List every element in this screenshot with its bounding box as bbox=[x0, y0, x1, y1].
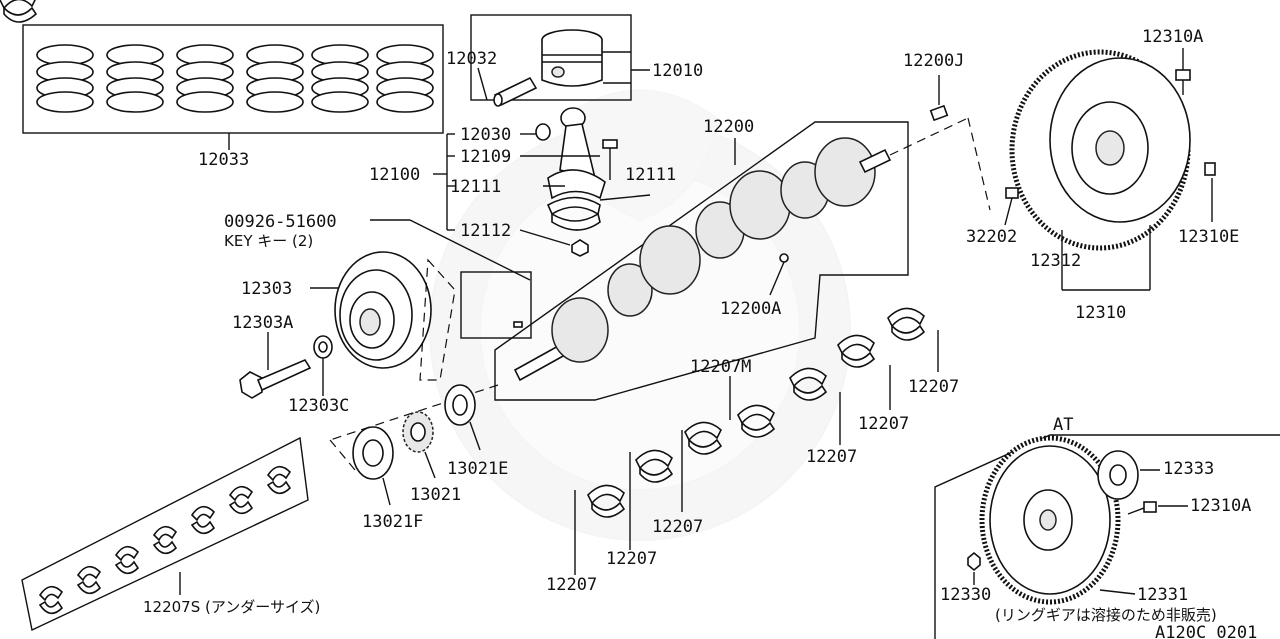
label-12303c: 12303C bbox=[288, 396, 349, 416]
crank-sprocket-icon bbox=[402, 411, 434, 453]
piston-pin-icon bbox=[493, 76, 538, 107]
drive-plate-icon bbox=[979, 435, 1121, 605]
label-13021: 13021 bbox=[410, 485, 461, 505]
label-12200: 12200 bbox=[703, 117, 754, 137]
label-12033: 12033 bbox=[198, 150, 249, 170]
crank-pulley-icon bbox=[334, 251, 432, 369]
pulley-bolt-icon bbox=[239, 358, 312, 399]
key-icon bbox=[513, 321, 523, 328]
label-12200a: 12200A bbox=[720, 299, 781, 319]
drive-plate-bolt-icon bbox=[1127, 501, 1157, 515]
label-12310e: 12310E bbox=[1178, 227, 1239, 247]
label-12207-2: 12207 bbox=[606, 549, 657, 569]
label-12303a: 12303A bbox=[232, 313, 293, 333]
connecting-rod-group: 12030 12109 12100 12111 12111 12112 bbox=[369, 107, 676, 257]
main-bearings-group: 12207 12207 12207 12207M 12207 12207 122… bbox=[0, 0, 959, 595]
label-12207s: 12207S (アンダーサイズ) bbox=[143, 598, 320, 616]
label-12207-7: 12207 bbox=[908, 377, 959, 397]
flywheel-group: 12310A 12310E 12200J 32202 12312 12310 bbox=[903, 27, 1239, 323]
conrod-nut-icon bbox=[571, 239, 589, 257]
at-drive-plate-group: AT 12333 12310A 12330 12331 (リングギアは溶接のため… bbox=[934, 415, 1280, 639]
label-12207m: 12207M bbox=[690, 357, 751, 377]
label-12310a-top: 12310A bbox=[1142, 27, 1203, 47]
oil-pump-drive-icon bbox=[352, 426, 394, 480]
label-12032: 12032 bbox=[446, 49, 497, 69]
flywheel-icon bbox=[1009, 49, 1191, 251]
undersize-bearings-group: 12207S (アンダーサイズ) bbox=[21, 436, 320, 632]
label-12310: 12310 bbox=[1075, 303, 1126, 323]
conrod-bearing-icon bbox=[546, 196, 601, 231]
label-12207-1: 12207 bbox=[546, 575, 597, 595]
label-12207-3: 12207 bbox=[652, 517, 703, 537]
crankshaft-group: 12200 12200A bbox=[494, 117, 991, 401]
pilot-bushing-icon bbox=[929, 104, 949, 122]
piston-ring-stack-icon bbox=[36, 44, 434, 113]
label-13021e: 13021E bbox=[447, 459, 508, 479]
piston-icon bbox=[541, 29, 603, 87]
label-12111-a: 12111 bbox=[450, 177, 501, 197]
pin-bushing-icon bbox=[535, 123, 551, 141]
label-12333: 12333 bbox=[1163, 459, 1214, 479]
label-12030: 12030 bbox=[460, 125, 511, 145]
pulley-group: 12303 12303A 12303C bbox=[232, 251, 456, 416]
label-12010: 12010 bbox=[652, 61, 703, 81]
piston-group: 12010 12032 bbox=[446, 14, 703, 107]
crankshaft-icon bbox=[513, 137, 892, 382]
label-12112: 12112 bbox=[460, 221, 511, 241]
front-sprocket-group: 13021E 13021 13021F bbox=[329, 384, 508, 532]
reinforce-plate-icon bbox=[1097, 450, 1139, 500]
label-key-desc: KEY キー (2) bbox=[224, 232, 313, 250]
label-12207-6: 12207 bbox=[858, 414, 909, 434]
label-12109: 12109 bbox=[460, 147, 511, 167]
flywheel-dowel-icon bbox=[1204, 162, 1216, 176]
label-12331: 12331 bbox=[1137, 585, 1188, 605]
drive-plate-nut-icon bbox=[967, 551, 981, 572]
undersize-bearing-icons bbox=[38, 465, 291, 615]
label-12312: 12312 bbox=[1030, 251, 1081, 271]
label-12111-b: 12111 bbox=[625, 165, 676, 185]
crank-plug-icon bbox=[779, 253, 789, 263]
label-13021f: 13021F bbox=[362, 512, 423, 532]
label-32202: 32202 bbox=[966, 227, 1017, 247]
piston-ring-set-group: 12033 bbox=[22, 24, 444, 170]
conrod-bolt-icon bbox=[602, 139, 618, 180]
label-00926-51600: 00926-51600 bbox=[224, 212, 337, 232]
key-group: 00926-51600 KEY キー (2) bbox=[224, 212, 532, 339]
main-bearing-icon-7 bbox=[887, 307, 925, 341]
label-12200j: 12200J bbox=[903, 51, 964, 71]
connecting-rod-icon bbox=[547, 107, 606, 200]
flywheel-pilot-icon bbox=[1005, 187, 1019, 199]
label-diagram-code: A120C 0201 bbox=[1155, 623, 1257, 639]
label-12303: 12303 bbox=[241, 279, 292, 299]
label-12207-5: 12207 bbox=[806, 447, 857, 467]
label-12310a-at: 12310A bbox=[1190, 496, 1251, 516]
label-12100: 12100 bbox=[369, 165, 420, 185]
spacer-icon bbox=[444, 384, 476, 426]
label-12330: 12330 bbox=[940, 585, 991, 605]
flywheel-bolt-icon bbox=[1175, 69, 1191, 95]
label-ring-gear-note: (リングギアは溶接のため非販売) bbox=[995, 606, 1217, 624]
label-at: AT bbox=[1053, 415, 1073, 435]
